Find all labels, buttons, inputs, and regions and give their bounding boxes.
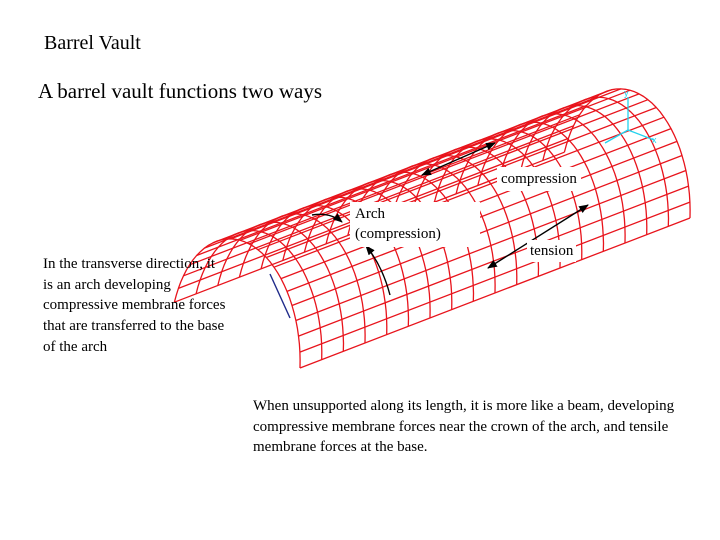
arch-compression-label: Arch (compression): [350, 202, 480, 247]
x-axis-line: [627, 129, 655, 141]
longitudinal-line: [299, 201, 691, 353]
longitudinal-line: [266, 106, 657, 259]
x-axis-label: x: [652, 135, 657, 145]
slide-subtitle: A barrel vault functions two ways: [38, 79, 323, 103]
compression-label: compression: [497, 167, 581, 192]
z-axis-line: [604, 129, 629, 144]
slide-title: Barrel Vault: [44, 32, 141, 54]
longitudinal-line: [196, 104, 587, 257]
force-arrows: [311, 142, 589, 296]
tension-label: tension: [527, 240, 577, 263]
longitudinal-line: [204, 97, 595, 249]
arch-label-line2: (compression): [355, 226, 441, 243]
tension-arrow: [487, 204, 589, 269]
longitudinal-line: [286, 140, 678, 293]
longitudinal-line: [299, 217, 691, 369]
arch-label-line1: Arch: [355, 206, 385, 222]
arch-arrow-right: [365, 245, 391, 296]
longitudinal-line: [183, 125, 574, 277]
vault-edge-line: [269, 273, 291, 319]
longitudinal-description: When unsupported along its length, it is…: [253, 398, 675, 456]
longitudinal-line: [291, 154, 683, 307]
transverse-description: In the transverse direction, it is an ar…: [43, 256, 226, 355]
compression-arrow: [421, 142, 496, 176]
arch-arrow-left: [311, 213, 343, 223]
y-axis-label: y: [624, 88, 629, 98]
longitudinal-line: [189, 114, 580, 266]
axis-triad: y x: [604, 88, 657, 145]
longitudinal-line: [221, 89, 612, 241]
longitudinal-line: [273, 116, 665, 268]
